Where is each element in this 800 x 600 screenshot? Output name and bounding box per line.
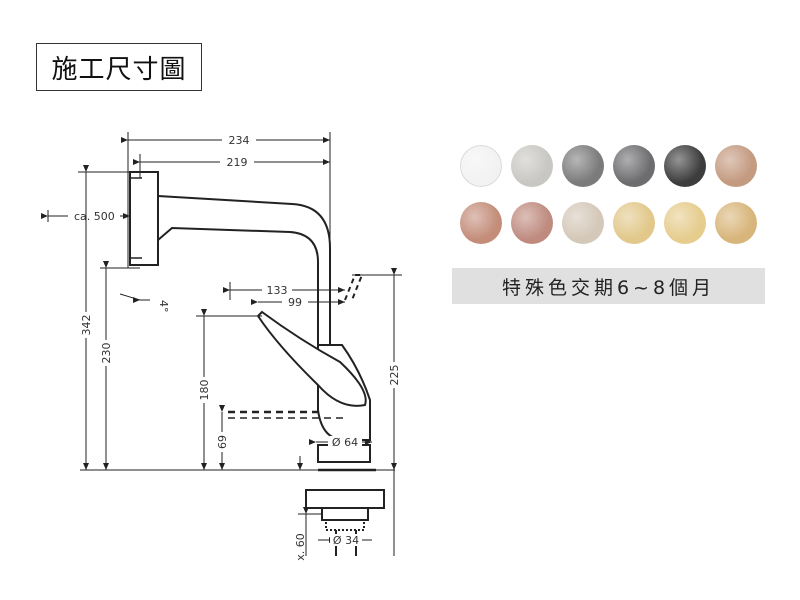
- dim-219: 219: [227, 156, 248, 169]
- swatch-brushed-gold[interactable]: [715, 202, 757, 244]
- dim-4-degree: 4°: [157, 300, 170, 313]
- page-title: 施工尺寸圖: [36, 43, 202, 91]
- swatch-polished-gold[interactable]: [613, 202, 655, 244]
- swatch-rose-gold[interactable]: [511, 202, 553, 244]
- dim-342: 342: [80, 315, 93, 336]
- swatch-bronze[interactable]: [715, 145, 757, 187]
- swatch-grey[interactable]: [562, 145, 604, 187]
- lead-time-notice: 特殊色交期6~8個月: [452, 268, 765, 304]
- dim-225: 225: [388, 365, 401, 386]
- dim-diameter-34: Ø 34: [333, 534, 359, 547]
- swatch-black-chrome[interactable]: [664, 145, 706, 187]
- swatch-dark-grey[interactable]: [613, 145, 655, 187]
- dim-99: 99: [288, 296, 302, 309]
- dim-diameter-64: Ø 64: [332, 436, 358, 449]
- swatch-gold[interactable]: [664, 202, 706, 244]
- dim-133: 133: [267, 284, 288, 297]
- dim-60: x. 60: [294, 533, 307, 561]
- dim-69: 69: [216, 435, 229, 449]
- faucet-outline: [80, 171, 395, 556]
- swatch-chrome[interactable]: [460, 145, 502, 187]
- swatch-red-gold[interactable]: [460, 202, 502, 244]
- swatch-champagne[interactable]: [562, 202, 604, 244]
- dim-ca-500: ca. 500: [74, 210, 115, 223]
- dim-234: 234: [229, 134, 250, 147]
- dim-230: 230: [100, 343, 113, 364]
- dim-180: 180: [198, 380, 211, 401]
- swatch-brushed-nickel[interactable]: [511, 145, 553, 187]
